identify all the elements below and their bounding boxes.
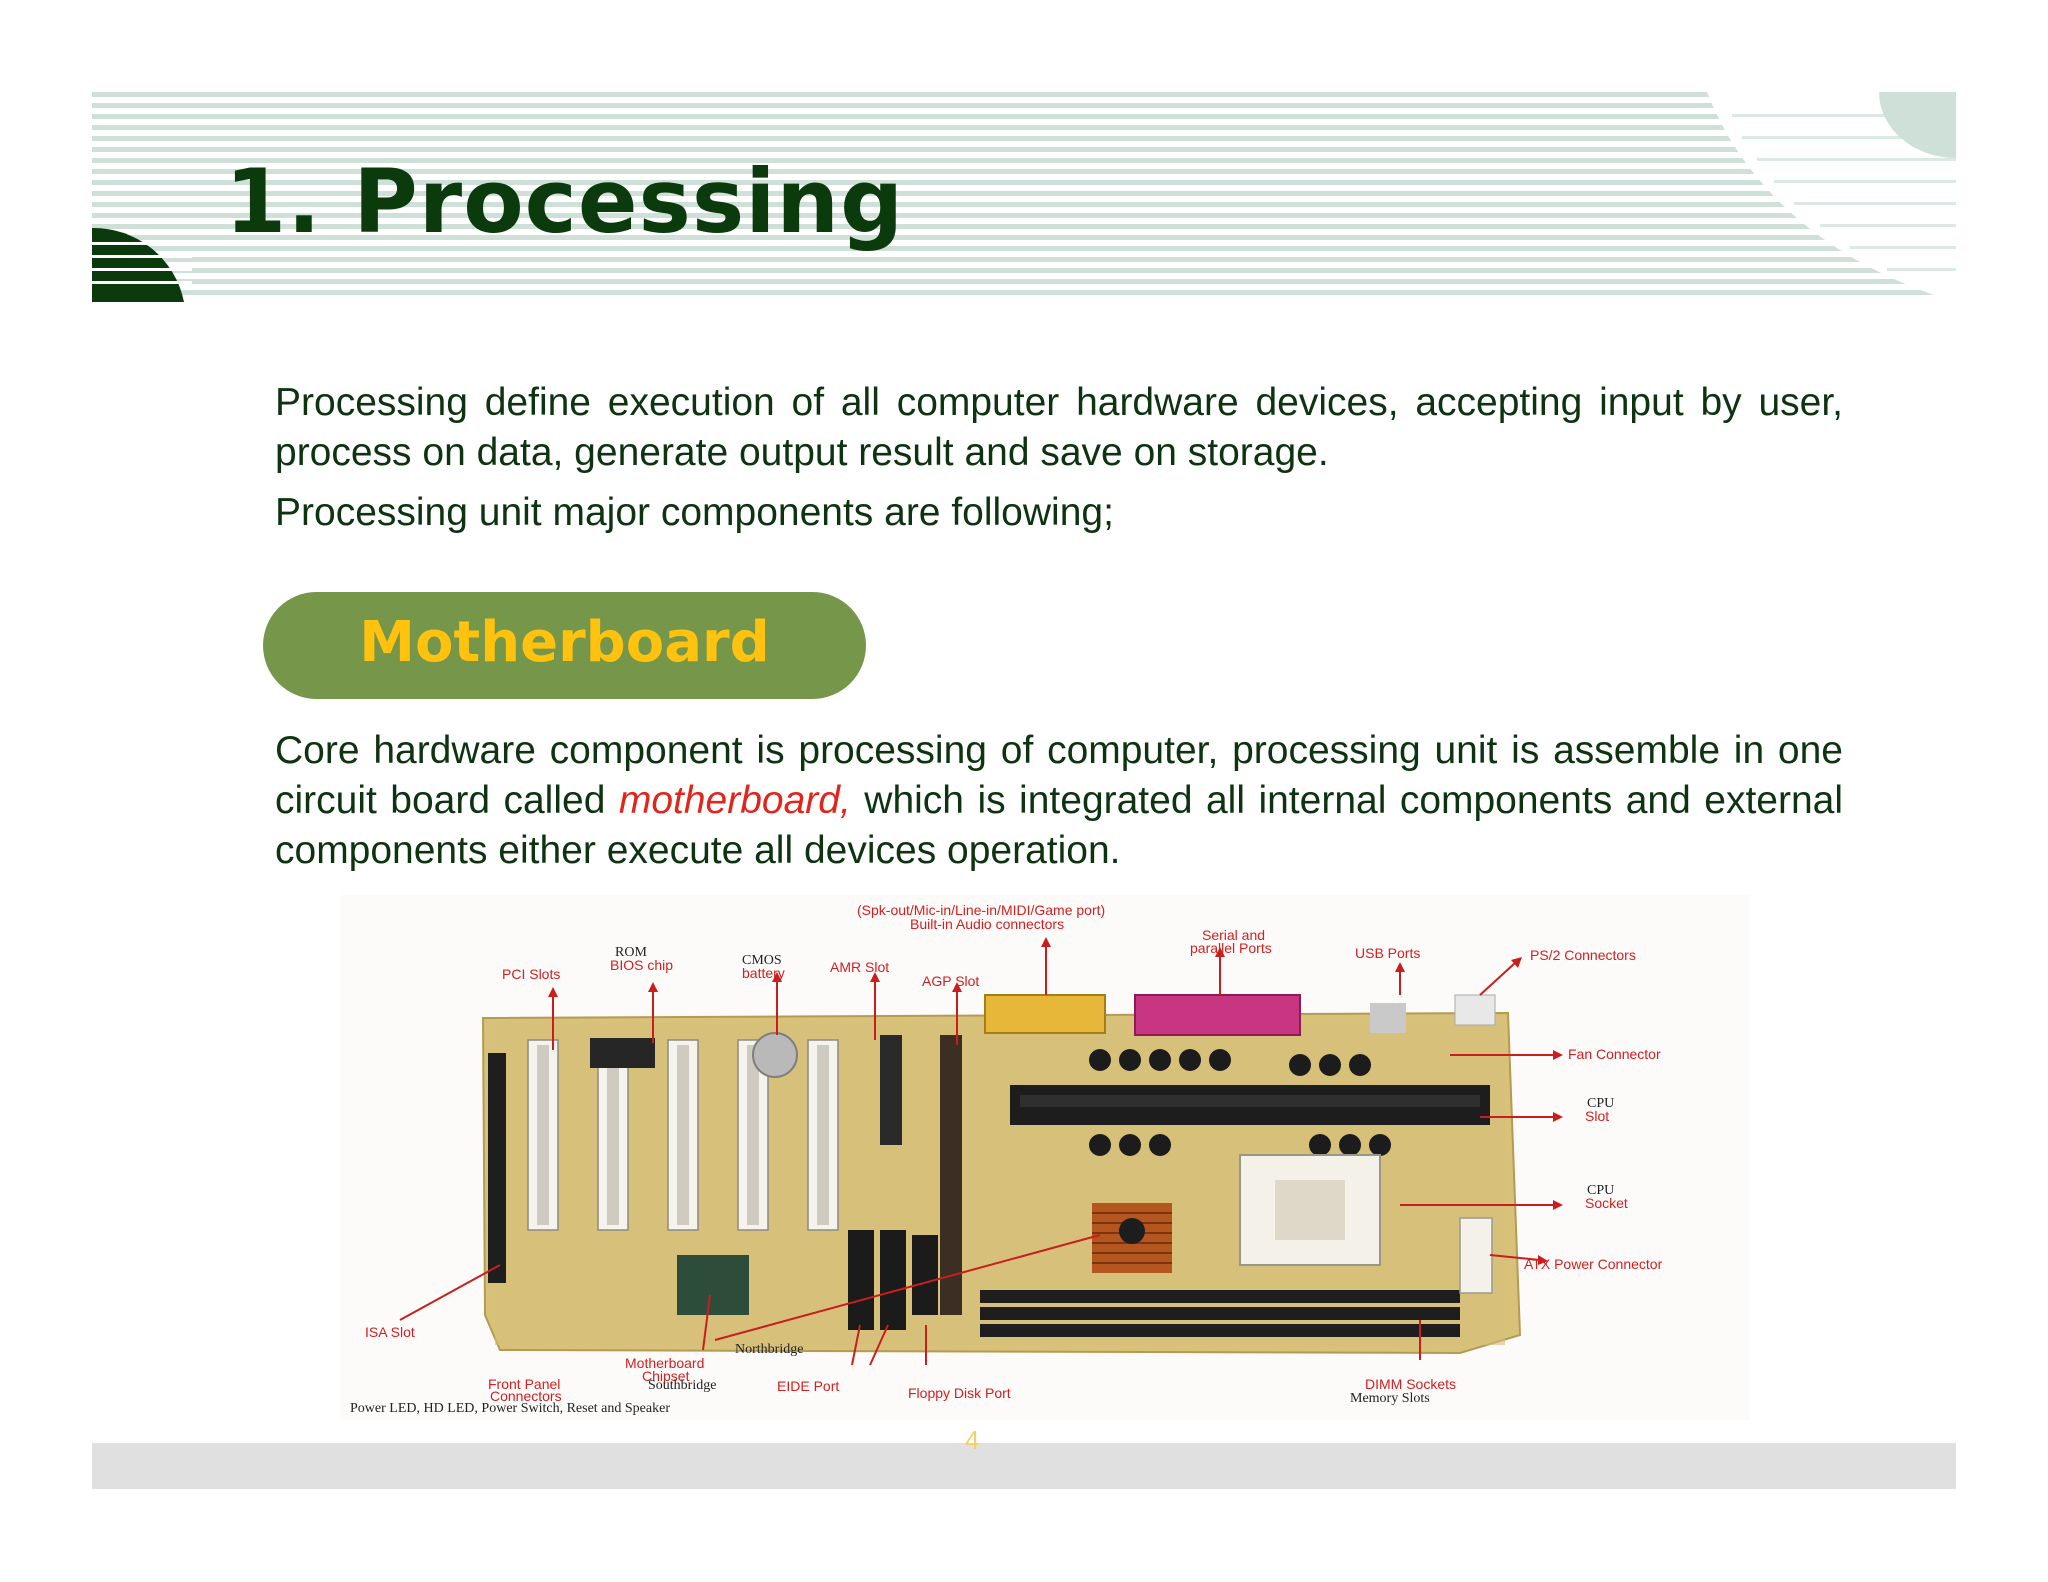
- atx-power-label: ATX Power Connector: [1524, 1256, 1663, 1272]
- pci-slots-label: PCI Slots: [502, 966, 561, 982]
- slide-title: 1. Processing: [225, 150, 905, 253]
- core-text-end: which is integrated all internal compone…: [275, 779, 1844, 872]
- front-panel-label-1: Front Panel: [488, 1376, 561, 1392]
- floppy-port-label: Floppy Disk Port: [908, 1385, 1011, 1401]
- cpu-slot-label-1: CPU: [1587, 1096, 1615, 1111]
- dimm-sockets-label: DIMM Sockets: [1365, 1376, 1457, 1392]
- chipset-label-2: Chipset: [642, 1368, 690, 1384]
- cmos-label: CMOS: [742, 953, 782, 968]
- audio-connectors-label: Built-in Audio connectors: [910, 916, 1065, 932]
- footer-bar: [92, 1443, 1956, 1489]
- components-intro: Processing unit major components are fol…: [275, 491, 1114, 534]
- cpu-socket-label-1: CPU: [1587, 1183, 1615, 1198]
- memory-slots-label: Memory Slots: [1350, 1391, 1430, 1406]
- page-number: 4: [965, 1425, 980, 1455]
- usb-ports-label: USB Ports: [1355, 945, 1421, 961]
- southbridge-label: Southbridge: [648, 1378, 717, 1393]
- section-pill: Motherboard: [263, 592, 866, 699]
- front-panel-label-2: Connectors: [490, 1388, 562, 1404]
- header-band: [92, 92, 1956, 302]
- ps2-connectors-label: PS/2 Connectors: [1530, 947, 1636, 963]
- amr-slot-label: AMR Slot: [830, 959, 890, 975]
- audio-ports-label: (Spk-out/Mic-in/Line-in/MIDI/Game port): [857, 902, 1106, 918]
- serial-label: Serial and: [1202, 927, 1266, 943]
- motherboard-illustration: [399, 937, 1563, 1366]
- motherboard-diagram: (Spk-out/Mic-in/Line-in/MIDI/Game port) …: [340, 895, 1750, 1420]
- cpu-socket-label-2: Socket: [1585, 1195, 1628, 1211]
- bios-chip-label: BIOS chip: [610, 957, 674, 973]
- rom-label: ROM: [615, 945, 647, 960]
- intro-paragraph: Processing define execution of all compu…: [275, 381, 1843, 474]
- agp-slot-label: AGP Slot: [922, 973, 980, 989]
- fan-connector-label: Fan Connector: [1568, 1046, 1661, 1062]
- motherboard-highlight: motherboard,: [618, 779, 851, 822]
- battery-label: battery: [742, 965, 785, 981]
- eide-port-label: EIDE Port: [777, 1378, 840, 1394]
- core-text-start: Core hardware component is processing of…: [275, 729, 1843, 822]
- section-label: Motherboard: [359, 610, 770, 675]
- northbridge-label: Northbridge: [735, 1342, 804, 1357]
- cpu-slot-label-2: Slot: [1585, 1108, 1610, 1124]
- header-stripes: [92, 92, 1956, 302]
- parallel-ports-label: parallel Ports: [1190, 940, 1272, 956]
- power-led-label: Power LED, HD LED, Power Switch, Reset a…: [350, 1401, 670, 1416]
- chipset-label-1: Motherboard: [625, 1355, 705, 1371]
- core-paragraph: Core hardware component is processing of…: [275, 726, 1843, 876]
- isa-slot-label: ISA Slot: [365, 1324, 415, 1340]
